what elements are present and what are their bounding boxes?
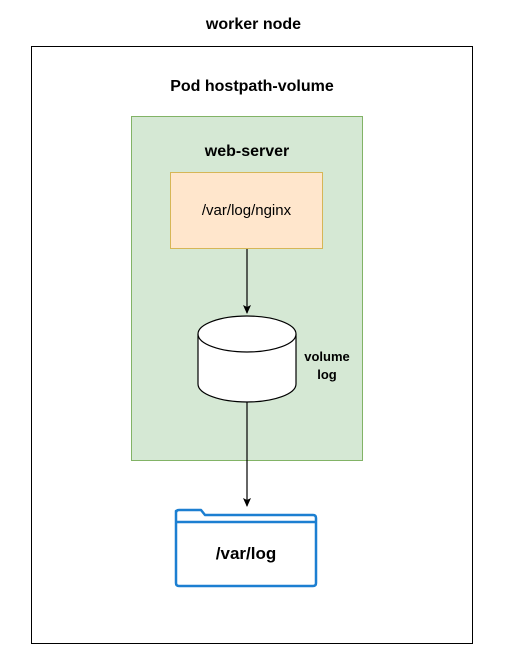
mount-path-label: /var/log/nginx (201, 202, 292, 219)
mount-path-box: /var/log/nginx (170, 172, 323, 249)
worker-node-box (31, 46, 473, 644)
folder-icon (174, 508, 318, 588)
pod-title: Pod hostpath-volume (170, 78, 334, 95)
container-title: web-server (204, 143, 290, 160)
volume-label-line1: volume (304, 349, 350, 364)
volume-label: volume log (298, 348, 356, 384)
worker-node-title: worker node (205, 16, 302, 33)
cylinder-volume-icon (197, 315, 297, 403)
host-path-label: /var/log (215, 544, 277, 563)
volume-label-line2: log (317, 367, 337, 382)
